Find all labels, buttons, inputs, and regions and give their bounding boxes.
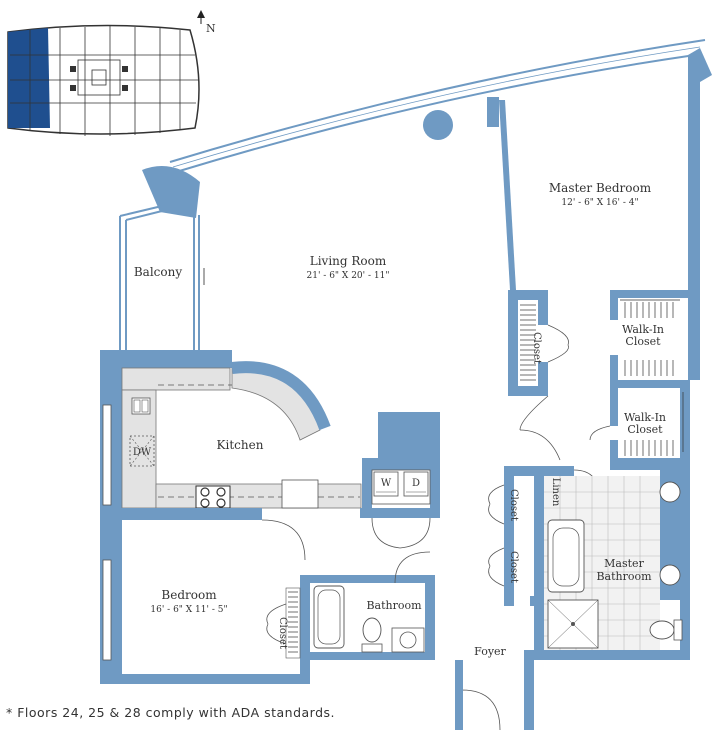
master-bedroom-label: Master Bedroom (549, 181, 652, 195)
sink-icon (131, 397, 151, 415)
dishwasher-label: DW (133, 447, 152, 458)
living-room-dims: 21' - 6" X 20' - 11" (307, 271, 390, 281)
bathtub-icon (547, 519, 585, 593)
washer-label: W (381, 478, 392, 489)
exterior-walls (142, 48, 712, 380)
balcony-rail (119, 205, 200, 350)
dryer-label: D (412, 478, 420, 489)
hall-closet-1-label: Closet (508, 489, 519, 521)
sink-icon (659, 481, 681, 503)
bedroom-label: Bedroom (161, 588, 217, 602)
bathroom-label: Bathroom (366, 599, 422, 612)
bedroom-dims: 16' - 6" X 11' - 5" (150, 605, 227, 615)
linen-label: Linen (550, 478, 561, 507)
sink-icon (659, 564, 681, 586)
curtain-wall (169, 39, 706, 173)
kitchen-area (100, 350, 440, 518)
bedroom-walls (100, 508, 435, 684)
ada-footnote: * Floors 24, 25 & 28 comply with ADA sta… (6, 705, 336, 720)
key-plan (7, 24, 200, 136)
key-plan-highlight (8, 28, 50, 128)
foyer-label: Foyer (474, 645, 506, 658)
toilet-icon (649, 620, 675, 640)
living-room-label: Living Room (310, 254, 387, 268)
master-bathroom-label-line2: Bathroom (596, 570, 652, 583)
bathtub-icon (313, 585, 345, 649)
north-arrow-icon (197, 10, 205, 24)
walkin-closet-1-label-line1: Walk-In (622, 323, 664, 336)
bedroom-closet-label: Closet (277, 617, 288, 649)
walkin-closet-2-label-line1: Walk-In (624, 411, 666, 424)
column (423, 110, 453, 140)
master-bedroom-dims: 12' - 6" X 16' - 4" (561, 198, 638, 208)
master-bathroom-label-line1: Master (604, 557, 644, 570)
kitchen-label: Kitchen (217, 438, 264, 452)
hall-closet-2-label: Closet (508, 551, 519, 583)
toilet-icon (362, 617, 382, 643)
balcony-label: Balcony (134, 265, 182, 279)
walkin-closet-1-label-line2: Closet (625, 335, 661, 348)
refrigerator-icon (281, 479, 319, 509)
walkin-closet-2-label-line2: Closet (627, 423, 663, 436)
master-closet-label: Closet (531, 332, 542, 364)
sink-icon (391, 627, 425, 653)
compass-label: N (206, 22, 216, 35)
